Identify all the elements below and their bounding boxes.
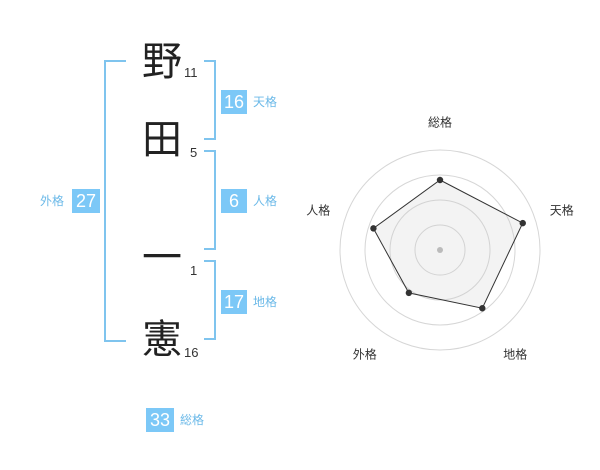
chikaku-bracket <box>204 260 216 340</box>
radar-axis-label: 天格 <box>549 203 574 218</box>
name-char-2: 田 <box>142 117 182 163</box>
stroke-count-3: 1 <box>190 263 198 278</box>
radar-point <box>436 176 444 184</box>
gaikaku-value-badge: 27 <box>72 189 100 213</box>
jinkaku-bracket <box>204 150 216 250</box>
name-char-4: 憲 <box>142 317 182 363</box>
chikaku-value-badge: 17 <box>221 290 247 314</box>
radar-center-dot <box>437 247 443 253</box>
chikaku-label: 地格 <box>253 295 278 309</box>
stroke-count-1: 11 <box>184 65 198 80</box>
radar-point <box>519 219 526 227</box>
radar-axis-label: 総格 <box>427 115 453 130</box>
radar-axis-label: 人格 <box>306 203 331 218</box>
tenkaku-label: 天格 <box>253 95 278 109</box>
radar-ring <box>389 199 491 301</box>
gaikaku-bracket <box>104 60 126 342</box>
jinkaku-label: 人格 <box>253 194 278 208</box>
tenkaku-value-badge: 16 <box>221 90 247 114</box>
soukaku-value-badge: 33 <box>146 408 174 432</box>
jinkaku-value-badge: 6 <box>221 189 247 213</box>
name-char-3: 一 <box>142 235 182 281</box>
radar-axis-label: 外格 <box>352 347 377 362</box>
radar-ring <box>364 174 516 326</box>
gaikaku-label: 外格 <box>40 194 65 208</box>
radar-axis-label: 地格 <box>503 347 528 362</box>
soukaku-label: 総格 <box>180 413 205 427</box>
tenkaku-bracket <box>204 60 216 140</box>
radar-point <box>370 225 377 232</box>
stroke-count-2: 5 <box>190 145 198 160</box>
radar-rings <box>339 149 541 351</box>
radar-ring <box>339 149 541 351</box>
radar-points <box>370 176 526 312</box>
radar-point <box>479 305 486 312</box>
name-char-1: 野 <box>142 39 182 85</box>
radar-ring <box>414 224 466 276</box>
radar-chart <box>339 149 541 351</box>
radar-point <box>405 289 413 297</box>
radar-polygon <box>372 179 524 309</box>
stroke-count-4: 16 <box>184 345 199 360</box>
